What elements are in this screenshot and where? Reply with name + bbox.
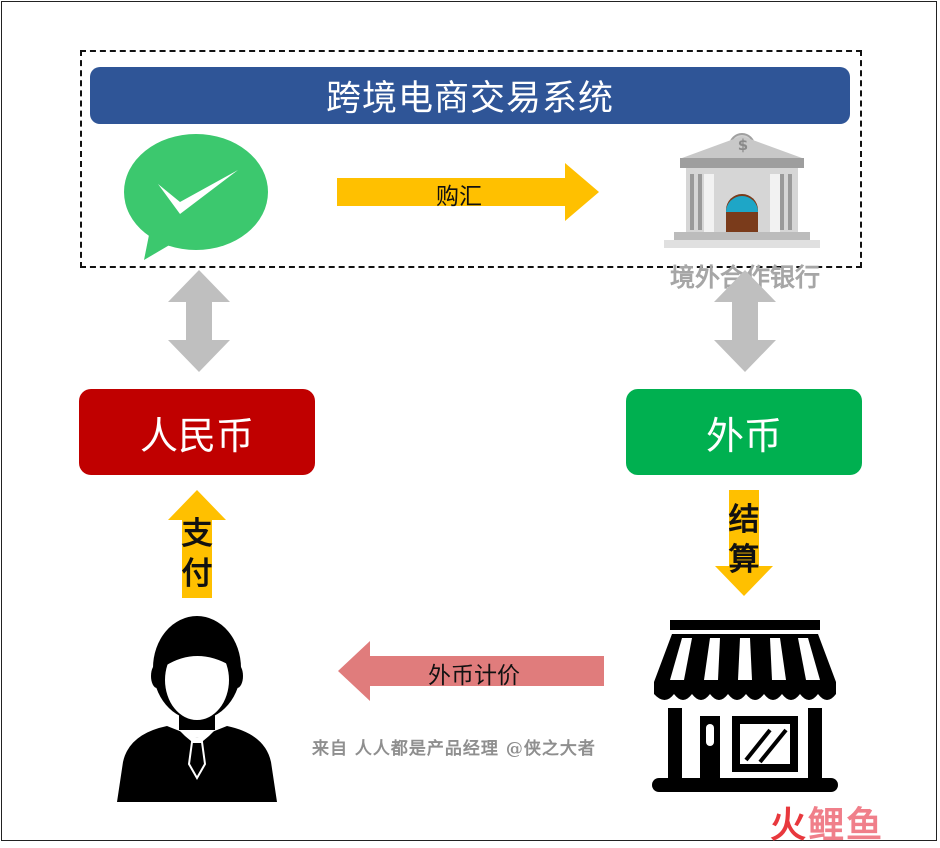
pay-label-char2: 付 [181, 556, 213, 592]
wechat-rmb-double-arrow [168, 270, 230, 372]
source-watermark: 来自 人人都是产品经理 @侠之大者 [312, 739, 596, 759]
wechat-pay-icon [124, 134, 268, 260]
storefront-icon [652, 620, 838, 792]
settle-label-char1: 结 [728, 502, 760, 538]
system-boundary [80, 50, 862, 268]
settle-arrow [715, 490, 773, 596]
fx-pricing-label: 外币计价 [428, 663, 520, 689]
fx-pricing-arrow [338, 641, 604, 701]
pay-label-char1: 支 [181, 516, 213, 552]
bank-dollar-sign: $ [737, 136, 749, 154]
brand-logo-part2: 鲤鱼 [808, 805, 885, 846]
foreign-currency-label: 外币 [705, 413, 782, 458]
purchase-fx-arrow [337, 163, 599, 221]
pay-arrow [168, 490, 226, 598]
settle-label-char2: 算 [728, 542, 760, 578]
brand-logo: 火鲤鱼 [770, 796, 884, 848]
system-title-bar: 跨境电商交易系统 [90, 67, 850, 124]
rmb-box: 人民币 [79, 389, 315, 475]
purchase-fx-label: 购汇 [436, 184, 482, 210]
person-icon [117, 616, 277, 802]
foreign-currency-box: 外币 [626, 389, 862, 475]
brand-logo-part1: 火 [770, 805, 809, 846]
bank-fx-double-arrow [714, 270, 776, 372]
rmb-label: 人民币 [139, 413, 254, 458]
system-title: 跨境电商交易系统 [325, 79, 614, 119]
bank-building-icon [664, 133, 820, 248]
